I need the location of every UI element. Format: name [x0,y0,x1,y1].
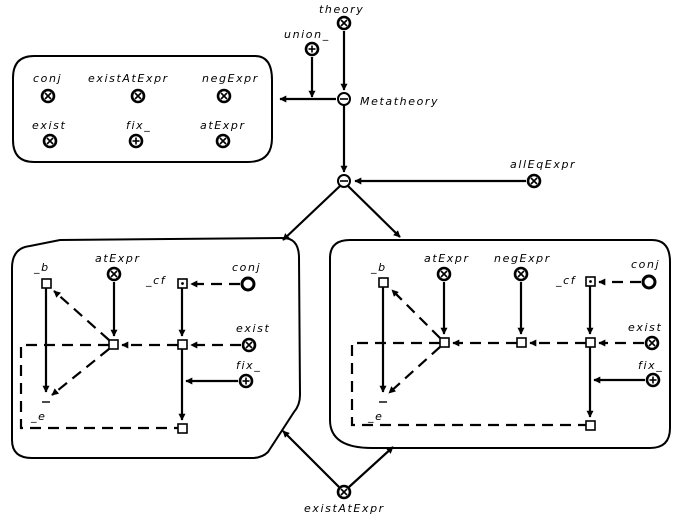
right-neg-node [516,337,527,348]
cluster-at-expr-label: atExpr [200,119,246,132]
union-label: union_ [284,28,330,41]
left-exist-icon [241,337,257,353]
cluster-neg-expr-icon [216,88,232,104]
right-conj-icon [641,274,657,290]
right-conj-label: conj [631,258,660,271]
left-b-node [41,278,52,289]
right-graph-edge-12 [388,346,441,394]
theory-node-icon [336,15,352,31]
all-eq-expr-label: allEqExpr [510,158,576,171]
right-graph-edge-11 [391,289,441,339]
right-neg-expr-label: negExpr [494,252,551,265]
left-hub-node [108,339,119,350]
right-fix-icon [645,372,661,388]
metatheory-label: Metatheory [360,95,439,108]
left-cf-label: _cf [145,274,167,287]
right-graph: _b atExpr negExpr _cf conj exist fix_ _e [329,239,671,449]
right-b-label: _b [370,261,387,274]
left-at-expr-label: atExpr [95,252,141,265]
left-at-expr-icon [106,266,122,282]
left-graph: _b atExpr _cf conj exist fix_ _e [11,236,302,459]
union-node-icon [304,41,320,57]
cluster-exist-at-expr-icon [130,88,146,104]
cluster-exist-icon [42,133,58,149]
edge-bottom-right-graph [348,446,394,488]
cluster-exist-label: exist [32,119,66,132]
cluster-frame [12,55,273,163]
edge-bottom-left-graph [282,430,340,488]
theory-label: theory [319,3,364,16]
left-exist-label: exist [236,322,270,335]
cluster-at-expr-icon [215,133,231,149]
bottom-section: existAtExpr [282,430,394,515]
right-b-node [378,277,389,288]
cluster-conj-icon [40,88,56,104]
right-exist-label: exist [628,321,662,334]
right-cf-label: _cf [555,274,577,287]
left-mid-node [177,339,188,350]
left-graph-frame [11,236,302,459]
left-graph-edge-10 [51,348,110,396]
edge-merge-right-graph [347,185,401,238]
left-fix-icon [238,373,254,389]
right-bottom-node [585,420,596,431]
exist-at-expr-bottom-label: existAtExpr [304,502,385,515]
left-e-label: _e [30,410,46,423]
right-at-expr-label: atExpr [424,252,470,265]
node-cluster: conj existAtExpr negExpr exist fix_ atEx… [12,55,273,163]
cluster-fix-label: fix_ [126,119,151,132]
right-neg-expr-icon [513,266,529,282]
left-fix-label: fix_ [236,359,261,372]
left-graph-polyline-11 [19,343,178,430]
cluster-exist-at-expr-label: existAtExpr [88,72,169,85]
right-fix-label: fix_ [638,359,663,372]
right-e-label: _e [367,410,383,423]
right-exist-icon [644,335,660,351]
left-b-label: _b [33,261,50,274]
right-at-expr-icon [436,266,452,282]
right-mid-node [585,337,596,348]
left-bottom-node [177,423,188,434]
right-graph-frame [329,239,671,449]
edge-merge-left-graph [282,185,341,241]
right-hub-node [439,337,450,348]
exist-at-expr-bottom-icon [336,484,352,500]
cluster-neg-expr-label: negExpr [202,72,259,85]
left-graph-edge-9 [53,290,110,341]
left-conj-icon [240,276,256,292]
left-conj-label: conj [232,261,261,274]
all-eq-expr-node-icon [526,173,542,189]
cluster-fix-icon [128,133,144,149]
cluster-conj-label: conj [33,72,62,85]
top-section: theory union_ Metatheory allEqExpr [279,3,576,241]
right-graph-polyline-13 [350,341,586,427]
